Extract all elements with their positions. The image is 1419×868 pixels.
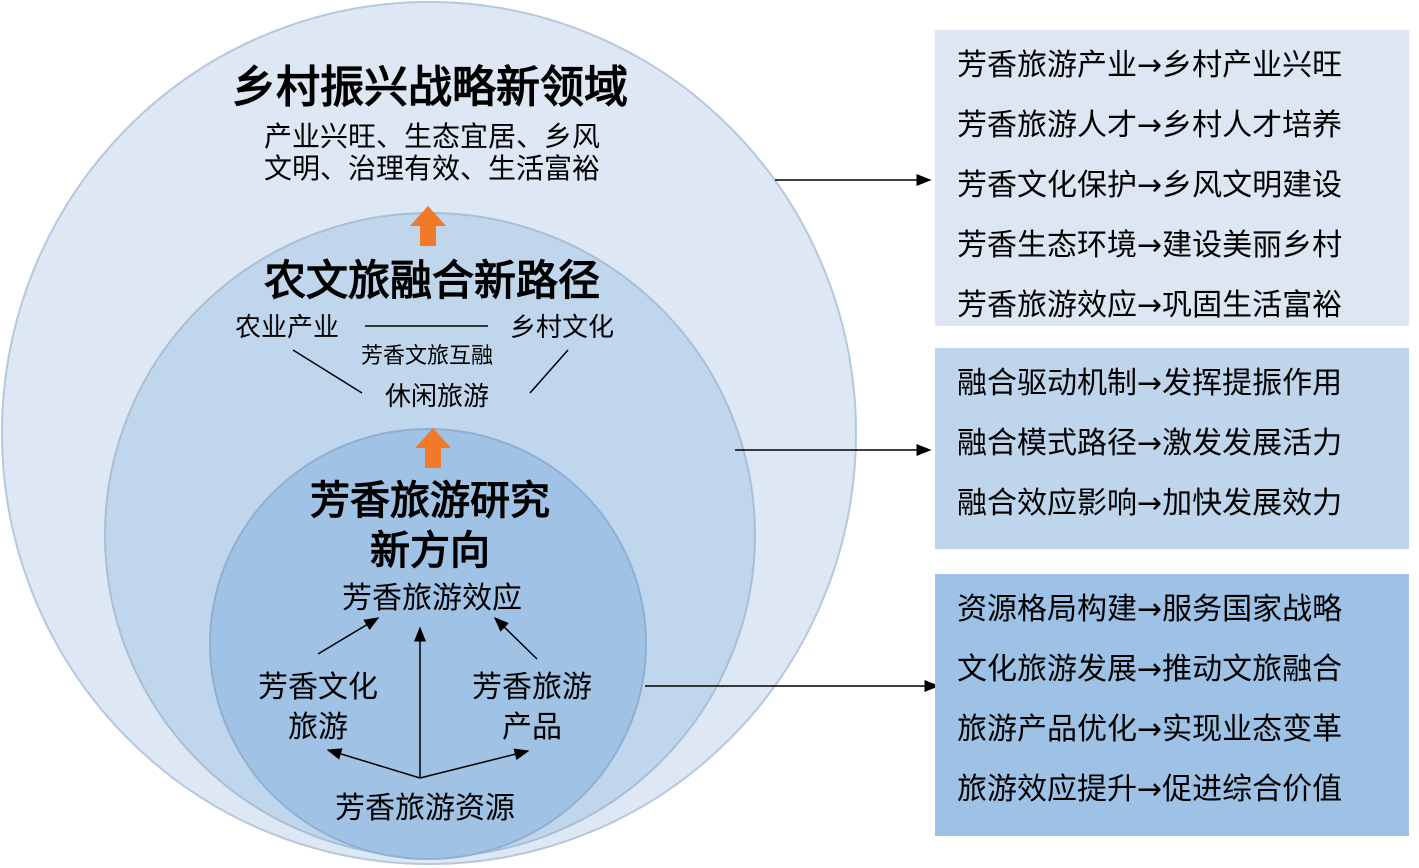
box-item: 芳香生态环境→建设美丽乡村 (957, 228, 1343, 263)
box-item: 融合模式路径→激发发展活力 (957, 426, 1343, 461)
outer-line1: 产业兴旺、生态宜居、乡风 (264, 120, 600, 153)
inner-circle (209, 428, 647, 860)
middle-right: 乡村文化 (510, 313, 614, 343)
outer-line2: 文明、治理有效、生活富裕 (264, 152, 600, 185)
inner-top: 芳香旅游效应 (342, 581, 522, 616)
middle-bottom: 休闲旅游 (385, 382, 489, 412)
up-arrow-icon (415, 428, 451, 468)
box-item: 资源格局构建→服务国家战略 (957, 592, 1343, 627)
box-item: 旅游产品优化→实现业态变革 (957, 712, 1343, 747)
box-item: 旅游效应提升→促进综合价值 (957, 772, 1343, 807)
box-item: 芳香文化保护→乡风文明建设 (957, 168, 1343, 203)
up-arrow-icon (410, 206, 446, 246)
integration-box: 融合驱动机制→发挥提振作用 融合模式路径→激发发展活力 融合效应影响→加快发展效… (935, 348, 1409, 549)
inner-left-1: 芳香文化 (258, 670, 378, 705)
box-item: 文化旅游发展→推动文旅融合 (957, 652, 1343, 687)
box-item: 芳香旅游效应→巩固生活富裕 (957, 288, 1343, 323)
middle-left: 农业产业 (235, 313, 339, 343)
inner-bottom: 芳香旅游资源 (335, 791, 515, 826)
arrow (317, 617, 380, 655)
rural-revitalization-box: 芳香旅游产业→乡村产业兴旺 芳香旅游人才→乡村人才培养 芳香文化保护→乡风文明建… (935, 30, 1409, 326)
box-item: 芳香旅游人才→乡村人才培养 (957, 108, 1343, 143)
inner-right-2: 产品 (502, 710, 562, 745)
inner-title-2: 新方向 (370, 528, 490, 574)
research-direction-box: 资源格局构建→服务国家战略 文化旅游发展→推动文旅融合 旅游产品优化→实现业态变… (935, 574, 1409, 836)
arrow (419, 748, 530, 779)
middle-title: 农文旅融合新路径 (264, 256, 600, 305)
inner-title-1: 芳香旅游研究 (310, 478, 550, 524)
box-item: 芳香旅游产业→乡村产业兴旺 (957, 48, 1343, 83)
connector-line (292, 349, 363, 394)
inner-right-1: 芳香旅游 (472, 670, 592, 705)
arrow (326, 748, 421, 779)
middle-center: 芳香文旅互融 (361, 344, 493, 369)
arrow (493, 616, 538, 660)
box-item: 融合驱动机制→发挥提振作用 (957, 366, 1343, 401)
connector-line (529, 349, 569, 394)
outer-title: 乡村振兴战略新领域 (232, 62, 628, 113)
box-item: 融合效应影响→加快发展效力 (957, 486, 1343, 521)
inner-left-2: 旅游 (288, 710, 348, 745)
